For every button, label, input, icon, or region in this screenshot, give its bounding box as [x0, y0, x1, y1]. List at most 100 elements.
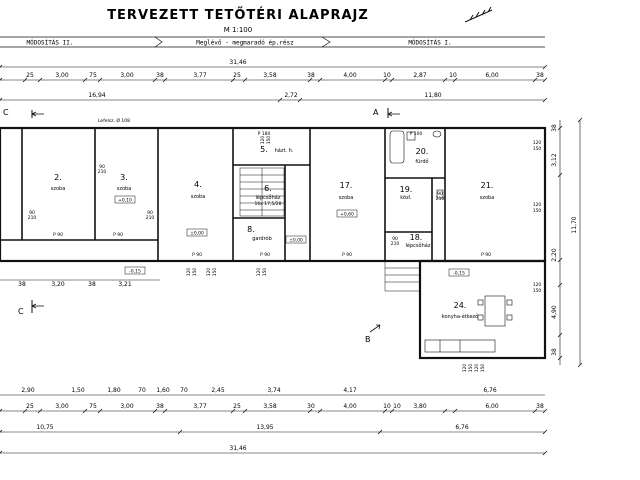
- room-3: 3. szoba +0,10: [114, 173, 136, 204]
- svg-text:lépcsőház: lépcsőház: [406, 242, 431, 249]
- window-label-120: 120: [533, 202, 542, 208]
- bottom-dim-row1-value: 2,45: [211, 387, 225, 394]
- left-dim-value: 3,20: [51, 281, 65, 288]
- bottom-dim-row2-value: 10: [383, 403, 391, 410]
- bottom-tick: [307, 408, 313, 414]
- right-dim-value: 11,70: [571, 216, 578, 233]
- bottom-dim-row2-value: 3,58: [263, 403, 277, 410]
- bottom-dim-row3-value: 10,75: [36, 424, 53, 431]
- window-label-150: 150: [262, 268, 268, 277]
- right-tick: [557, 282, 563, 288]
- left-dim-value: 3,21: [118, 281, 132, 288]
- band-middle: Meglévő - megmaradó ép.rész: [196, 40, 294, 47]
- right-tick: [577, 117, 583, 123]
- svg-text:17.: 17.: [340, 181, 353, 190]
- svg-text:C: C: [3, 108, 9, 117]
- svg-text:±0,00: ±0,00: [289, 238, 303, 244]
- bottom-dim-row2-value: 25: [233, 403, 241, 410]
- bottom-tick: [377, 429, 383, 435]
- right-dim-value: 3,12: [551, 153, 558, 167]
- svg-text:szoba: szoba: [51, 186, 66, 192]
- bottom-dim-row2-value: 25: [26, 403, 34, 410]
- bottom-tick: [97, 408, 103, 414]
- interior-walls: [0, 128, 446, 261]
- window-label-120: 120: [206, 268, 212, 277]
- exterior-stair: [384, 260, 421, 292]
- window-label-120: 120: [260, 136, 266, 145]
- svg-text:±0,00: ±0,00: [190, 231, 204, 237]
- svg-text:19.: 19.: [400, 185, 413, 194]
- svg-text:szoba: szoba: [117, 186, 132, 192]
- svg-text:+0,60: +0,60: [340, 212, 354, 218]
- top-tick: [97, 77, 103, 83]
- bottom-dim-row3-value: 13,95: [256, 424, 273, 431]
- bottom-tick: [532, 408, 538, 414]
- svg-text:2.: 2.: [54, 173, 62, 182]
- right-dimension-lines: [559, 120, 581, 365]
- window-label-150: 150: [468, 364, 474, 373]
- level-tag-m015: -0,15: [124, 266, 146, 275]
- svg-text:konyha-étkező: konyha-étkező: [442, 313, 478, 320]
- top-dim-row1-value: 38: [536, 72, 544, 79]
- bottom-tick: [162, 408, 168, 414]
- svg-text:3.: 3.: [120, 173, 128, 182]
- window-label-150: 150: [480, 364, 486, 373]
- bottom-tick: [0, 408, 3, 412]
- top-tick: [542, 97, 548, 103]
- window-label-150: 150: [266, 136, 272, 145]
- bottom-dim-row1-value: 4,17: [343, 387, 357, 394]
- label-p100: P 100: [410, 131, 423, 137]
- p90-label: P 90: [53, 232, 63, 238]
- bottom-dim-row2-value: 3,77: [193, 403, 207, 410]
- svg-text:18.: 18.: [410, 233, 423, 242]
- bottom-dim-row1-value: 3,74: [267, 387, 281, 394]
- svg-text:5.: 5.: [260, 145, 268, 154]
- dining-table: [424, 295, 513, 353]
- bottom-tick: [317, 408, 323, 414]
- bottom-dim-row2-value: 10: [393, 403, 401, 410]
- bottom-dim-row2-value: 30: [307, 403, 315, 410]
- door-label-90: 90: [437, 191, 443, 197]
- bottom-dim-row2-value: 3,80: [413, 403, 427, 410]
- bottom-dim-row2-value: 6,00: [485, 403, 499, 410]
- top-total-dim: 31,46: [229, 59, 246, 66]
- right-tick: [577, 362, 583, 368]
- right-dim-value: 38: [551, 348, 558, 356]
- room-8: 8. gardrób ±0,00: [247, 225, 307, 244]
- bottom-dim-row1-value: 1,80: [107, 387, 121, 394]
- right-dim-value: 4,90: [551, 305, 558, 319]
- bottom-tick: [542, 450, 548, 456]
- bottom-tick: [0, 429, 3, 433]
- window-label-150: 150: [533, 208, 542, 214]
- svg-text:közl.: közl.: [400, 195, 412, 201]
- top-tick: [532, 77, 538, 83]
- bottom-dim-row2-value: 3,00: [120, 403, 134, 410]
- svg-text:16x 17,5/28: 16x 17,5/28: [254, 201, 281, 207]
- window-label-120: 120: [533, 282, 542, 288]
- top-tick: [382, 77, 388, 83]
- room-2: 2. szoba: [51, 173, 66, 192]
- label-p180: P 180: [258, 131, 271, 137]
- bottom-tick: [22, 408, 28, 414]
- right-dim-value: 38: [551, 124, 558, 132]
- top-dim-row1-value: 38: [156, 72, 164, 79]
- section-marker-c-top: C: [3, 108, 44, 118]
- room-20: 20. fürdő: [415, 147, 428, 165]
- top-tick: [0, 97, 3, 101]
- bottom-dim-row1-value: 6,76: [483, 387, 497, 394]
- band-left: MÓDOSÍTÁS II.: [27, 39, 74, 47]
- signature-mark: [464, 6, 493, 23]
- room-21: 21. szoba: [480, 181, 495, 201]
- section-marker-a: A: [373, 108, 400, 118]
- p90-label: P 90: [342, 252, 352, 258]
- top-tick: [277, 97, 283, 103]
- svg-text:gardrób: gardrób: [252, 235, 272, 242]
- top-tick: [452, 77, 458, 83]
- top-dim-row1-value: 6,00: [485, 72, 499, 79]
- bottom-dim-total: 31,46: [229, 445, 246, 452]
